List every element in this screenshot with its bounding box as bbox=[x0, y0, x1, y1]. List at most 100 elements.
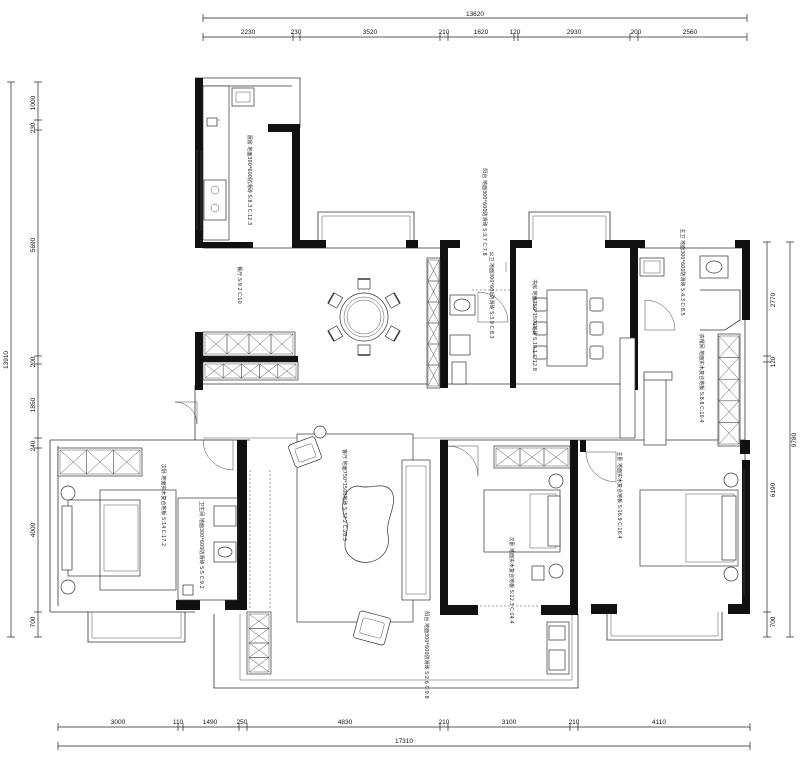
right-dim-3: 6190 bbox=[770, 482, 777, 497]
study-chair bbox=[589, 321, 604, 336]
cabinet-cell bbox=[718, 422, 740, 445]
dining-chair bbox=[327, 325, 344, 342]
cabinet-diagonal bbox=[270, 333, 294, 355]
dining-cabinets bbox=[202, 331, 299, 381]
cabinet-diagonal bbox=[241, 363, 260, 379]
left-basin bbox=[213, 505, 237, 527]
cabinet-diagonal bbox=[718, 379, 740, 401]
cabinet-diagonal bbox=[718, 357, 740, 380]
solid-walls bbox=[176, 78, 750, 615]
public-basin bbox=[449, 334, 471, 356]
room-label-public-bath: 公卫 地面300*600防滑砖 S:3.9 C:8.3 bbox=[488, 251, 495, 338]
room-label-dining-side: 餐厅 S:9.2 C:10 bbox=[236, 266, 243, 304]
bottom-dim-4: 250 bbox=[237, 719, 248, 726]
balcony-cabinets bbox=[246, 611, 570, 675]
room-label-cloakroom: 衣帽间 地面实木复合地板 S:8.8 C:10.4 bbox=[698, 334, 705, 423]
right-dim-1: 2770 bbox=[770, 292, 777, 307]
cabinet-diagonal bbox=[718, 335, 740, 358]
cabinet-diagonal bbox=[259, 363, 278, 379]
dining-chair bbox=[384, 325, 401, 342]
kitchen-fixtures bbox=[202, 85, 255, 241]
cabinet-diagonal bbox=[718, 400, 740, 423]
room-label-balcony-top: 阳台 地面300*600防滑砖 S:3.7 C:7.8 bbox=[481, 168, 488, 255]
right-dim-4: 700 bbox=[770, 616, 777, 627]
bottom-dim-8: 210 bbox=[569, 719, 580, 726]
dining-chair bbox=[357, 278, 371, 290]
cloakroom-cabinets bbox=[619, 333, 741, 447]
right-total-dimension: 9780 bbox=[791, 432, 798, 447]
dining-chair bbox=[357, 344, 371, 356]
top-dim-9: 2560 bbox=[683, 29, 698, 36]
cabinet-diagonal bbox=[427, 364, 440, 387]
cabinet-diagonal bbox=[427, 322, 440, 345]
room-label-bedroom-mid: 次卧 地面实木复合地板 S:12.3 C:14.4 bbox=[508, 536, 515, 623]
dining-chair bbox=[327, 292, 344, 309]
cabinet-diagonal bbox=[543, 447, 569, 467]
top-dim-4: 210 bbox=[439, 29, 450, 36]
living-room-furniture bbox=[249, 425, 431, 646]
bottom-dimensions: 3000 110 1490 250 4830 210 3100 210 4110… bbox=[57, 719, 751, 750]
bottom-dim-2: 110 bbox=[173, 719, 184, 726]
cabinet-cell bbox=[248, 657, 270, 673]
sofa bbox=[401, 459, 431, 601]
chair-back bbox=[327, 330, 335, 342]
armchair-2 bbox=[353, 610, 391, 646]
left-total-dimension: 13910 bbox=[3, 351, 10, 369]
entry-door bbox=[174, 401, 198, 425]
study-desk bbox=[533, 289, 604, 367]
cabinet-diagonal bbox=[427, 301, 440, 324]
bottom-dim-5: 4830 bbox=[338, 719, 353, 726]
right-dimensions: 2770 120 6190 700 9780 bbox=[763, 241, 798, 638]
cabinet-cell bbox=[277, 363, 297, 379]
left-dim-1: 1000 bbox=[30, 95, 37, 110]
study-chair bbox=[533, 321, 548, 336]
cabinet-diagonal bbox=[427, 280, 440, 303]
chair-back bbox=[327, 292, 335, 304]
master-bedroom-furniture bbox=[585, 451, 739, 582]
cabinet-diagonal bbox=[427, 259, 440, 282]
kitchen-sink bbox=[231, 87, 255, 107]
room-label-bedroom-left: 次卧 地面实木复合地板 S:14 C:17.2 bbox=[160, 464, 167, 546]
study-chair bbox=[533, 345, 548, 360]
left-dim-3: 5690 bbox=[30, 237, 37, 252]
top-dim-5: 1620 bbox=[474, 29, 489, 36]
cabinet-diagonal bbox=[204, 363, 224, 379]
left-dim-8: 700 bbox=[30, 616, 37, 627]
cabinet-diagonal bbox=[277, 363, 297, 379]
stove bbox=[203, 179, 227, 221]
top-dim-1: 2230 bbox=[241, 29, 256, 36]
top-dim-6: 120 bbox=[510, 29, 521, 36]
cabinet-diagonal bbox=[59, 449, 87, 475]
left-dim-6: 240 bbox=[30, 440, 37, 451]
top-dim-8: 200 bbox=[631, 29, 642, 36]
study-chair bbox=[589, 345, 604, 360]
cabinet-diagonal bbox=[204, 333, 228, 355]
room-labels: 厨房 地面300*600防滑砖 S:8.3 C:12.3 餐厅 S:9.2 C:… bbox=[160, 135, 705, 699]
cabinet-diagonal bbox=[248, 333, 272, 355]
room-label-kitchen: 厨房 地面300*600防滑砖 S:8.3 C:12.3 bbox=[246, 135, 253, 225]
top-dimensions: 13620 2230 230 3520 210 1620 120 2930 20… bbox=[202, 11, 748, 41]
left-bedroom-furniture bbox=[57, 447, 177, 595]
top-dim-3: 3520 bbox=[363, 29, 378, 36]
left-dimensions: 13910 1000 230 5690 200 1850 240 4000 70… bbox=[3, 81, 42, 638]
left-dim-5: 1850 bbox=[30, 397, 37, 412]
bottom-dim-6: 210 bbox=[439, 719, 450, 726]
cabinet-cell bbox=[270, 333, 294, 355]
top-total-dimension: 13620 bbox=[466, 11, 484, 18]
bottom-dim-1: 3000 bbox=[111, 719, 126, 726]
bottom-total-dimension: 17310 bbox=[395, 738, 413, 745]
master-basin bbox=[639, 257, 665, 277]
cabinet-diagonal bbox=[248, 642, 270, 658]
cabinet-diagonal bbox=[223, 363, 242, 379]
left-dim-2: 230 bbox=[30, 122, 37, 133]
cabinet-diagonal bbox=[248, 628, 270, 644]
chair-seat bbox=[357, 344, 371, 356]
top-dim-7: 2930 bbox=[567, 29, 582, 36]
left-dim-4: 200 bbox=[30, 356, 37, 367]
left-dim-7: 4000 bbox=[30, 522, 37, 537]
armchair-1 bbox=[288, 436, 322, 468]
chair-seat bbox=[357, 278, 371, 290]
room-label-balcony-bottom: 阳台 地面300*600防滑砖 S:2.6 C:9.8 bbox=[423, 611, 430, 698]
cabinet-diagonal bbox=[226, 333, 250, 355]
